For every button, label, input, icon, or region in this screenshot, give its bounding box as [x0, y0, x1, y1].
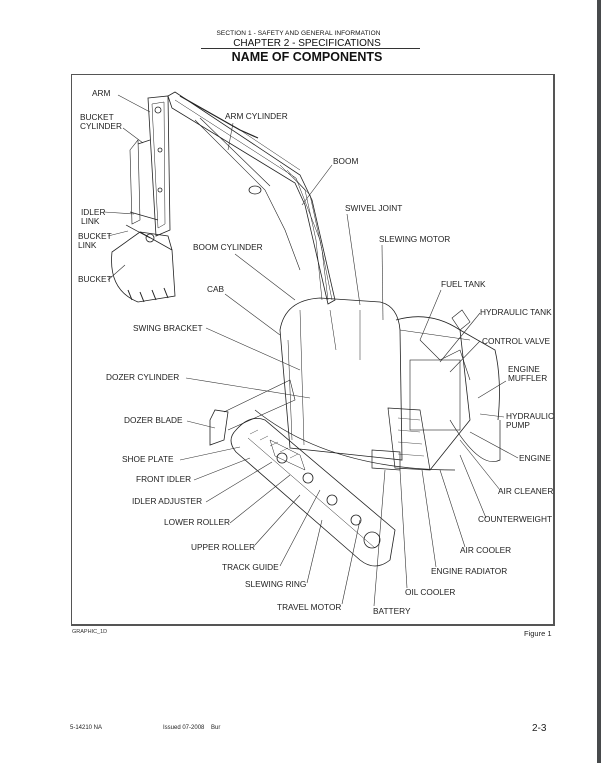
- label-idler-link-line2: LINK: [81, 216, 100, 226]
- label-battery: BATTERY: [373, 606, 411, 616]
- label-arm: ARM: [92, 88, 111, 98]
- label-bucket-link-line1: BUCKET: [78, 231, 112, 241]
- leader-swivel-joint: [346, 213, 361, 306]
- leader-air-cleaner: [459, 439, 501, 491]
- leader-arm: [117, 94, 151, 113]
- leader-fuel-tank: [419, 289, 442, 341]
- label-fuel-tank: FUEL TANK: [441, 279, 486, 289]
- footer-issued: Issued 07-2008 Bur: [163, 725, 221, 731]
- leader-hydraulic-tank: [439, 312, 481, 363]
- leader-track-guide: [279, 489, 321, 567]
- bucket-drawing: [111, 211, 176, 303]
- track-drawing: [230, 417, 396, 567]
- label-control-valve: CONTROL VALVE: [482, 336, 551, 346]
- leader-bucket: [107, 264, 126, 281]
- label-cab: CAB: [207, 284, 225, 294]
- leader-battery: [373, 469, 386, 607]
- label-engine: ENGINE: [519, 453, 551, 463]
- label-slewing-motor: SLEWING MOTOR: [379, 234, 451, 244]
- label-dozer-blade: DOZER BLADE: [124, 415, 183, 425]
- label-oil-cooler: OIL COOLER: [405, 587, 456, 597]
- label-bucket-link-line2: LINK: [78, 240, 97, 250]
- cab-drawing: [254, 297, 501, 471]
- label-dozer-cylinder: DOZER CYLINDER: [106, 372, 180, 382]
- label-bucket: BUCKET: [78, 274, 112, 284]
- label-idler-link-line1: IDLER: [81, 207, 106, 217]
- leader-oil-cooler: [399, 469, 408, 589]
- label-swivel-joint: SWIVEL JOINT: [345, 203, 403, 213]
- leader-lower-roller: [229, 474, 291, 524]
- chapter-heading: CHAPTER 2 - SPECIFICATIONS: [233, 38, 381, 49]
- label-air-cooler: AIR COOLER: [460, 545, 512, 555]
- leader-idler-link: [103, 211, 135, 215]
- leader-engine: [469, 431, 519, 459]
- label-engine-muffler-line2: MUFFLER: [508, 373, 548, 383]
- label-air-cleaner: AIR CLEANER: [498, 486, 554, 496]
- leader-engine-muffler: [477, 380, 507, 399]
- leader-engine-radiator: [421, 469, 437, 568]
- leader-slewing-ring: [306, 519, 323, 584]
- leader-swing-bracket: [205, 327, 301, 371]
- viewer-scrollbar[interactable]: [597, 0, 601, 763]
- label-front-idler: FRONT IDLER: [136, 474, 192, 484]
- label-engine-radiator: ENGINE RADIATOR: [431, 566, 508, 576]
- leader-travel-motor: [341, 519, 361, 605]
- label-upper-roller: UPPER ROLLER: [191, 542, 256, 552]
- figure-caption: Figure 1: [524, 629, 552, 638]
- dozer-blade-drawing: [209, 379, 296, 446]
- label-arm-cylinder: ARM CYLINDER: [225, 111, 288, 121]
- leader-slewing-motor: [381, 244, 384, 321]
- label-travel-motor: TRAVEL MOTOR: [277, 602, 342, 612]
- leader-arm-cylinder: [227, 122, 234, 151]
- label-shoe-plate: SHOE PLATE: [122, 454, 174, 464]
- graphic-id: GRAPHIC_1D: [72, 629, 108, 635]
- leader-bucket-link: [107, 230, 129, 237]
- label-bucket-cylinder-line2: CYLINDER: [80, 121, 122, 131]
- label-hydraulic-pump-line1: HYDRAULIC: [506, 411, 554, 421]
- leader-shoe-plate: [179, 446, 241, 461]
- label-engine-muffler-line1: ENGINE: [508, 364, 540, 374]
- leader-dozer-cylinder: [185, 377, 311, 399]
- label-slewing-ring: SLEWING RING: [245, 579, 307, 589]
- label-bucket-cylinder-line1: BUCKET: [80, 112, 114, 122]
- leader-boom-cylinder: [234, 253, 296, 301]
- leader-control-valve: [449, 340, 481, 373]
- leader-hydraulic-pump: [479, 413, 505, 418]
- leader-cab: [224, 293, 281, 336]
- section-heading: SECTION 1 - SAFETY AND GENERAL INFORMATI…: [216, 30, 381, 37]
- leader-upper-roller: [254, 494, 301, 546]
- figure-frame: [71, 74, 555, 626]
- label-lower-roller: LOWER ROLLER: [164, 517, 230, 527]
- label-counterweight: COUNTERWEIGHT: [478, 514, 553, 524]
- leader-front-idler: [193, 457, 251, 481]
- header-rule: [201, 48, 420, 49]
- label-track-guide: TRACK GUIDE: [222, 562, 279, 572]
- label-boom-cylinder: BOOM CYLINDER: [193, 242, 263, 252]
- page-title: NAME OF COMPONENTS: [231, 50, 383, 64]
- label-swing-bracket: SWING BRACKET: [133, 323, 203, 333]
- leader-air-cooler: [439, 469, 466, 548]
- footer-doc-number: 5-14210 NA: [70, 725, 103, 731]
- boom-drawing: [167, 91, 336, 305]
- footer-page-number: 2-3: [532, 723, 547, 734]
- leader-dozer-blade: [186, 420, 216, 429]
- leader-boom: [301, 164, 333, 206]
- label-idler-adjuster: IDLER ADJUSTER: [132, 496, 203, 506]
- leader-bucket-cylinder: [122, 127, 144, 144]
- label-hydraulic-pump-line2: PUMP: [506, 420, 530, 430]
- leader-counterweight: [459, 454, 487, 519]
- arm-drawing: [129, 95, 171, 237]
- leader-idler-adjuster: [205, 461, 273, 503]
- label-hydraulic-tank: HYDRAULIC TANK: [480, 307, 552, 317]
- label-boom: BOOM: [333, 156, 359, 166]
